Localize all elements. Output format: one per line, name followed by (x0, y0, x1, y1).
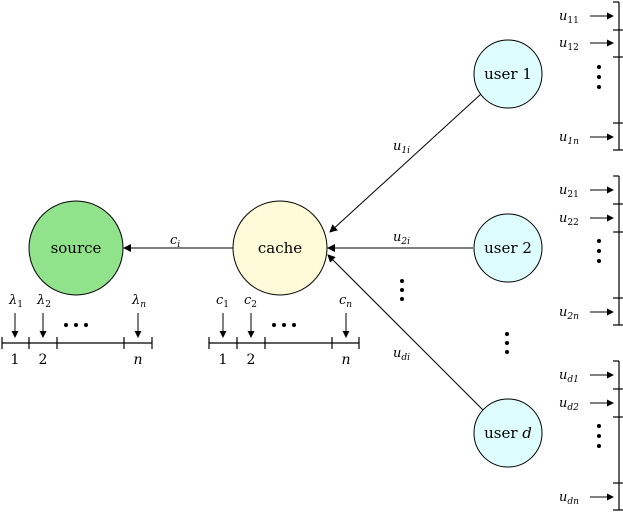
user2-request-timeline: u21 u22 u2n (559, 175, 623, 326)
user-request-label: u1n (559, 130, 579, 147)
edge-label-base: u (393, 346, 401, 361)
svg-text:udi: udi (393, 346, 410, 363)
slot-label: 2 (247, 352, 256, 368)
user-request-label: u2n (559, 305, 579, 322)
user1-request-timeline: u11 u12 u1n (559, 1, 623, 151)
user-ellipsis-dots (400, 279, 509, 354)
user2-node: user 2 (473, 213, 543, 283)
slot-label: 2 (39, 352, 48, 368)
user2-label: user 2 (484, 239, 532, 257)
request-label: c1 (216, 293, 229, 310)
userd-request-timeline: ud1 ud2 udn (559, 360, 623, 511)
edge-label-base: u (393, 139, 401, 154)
edge-userd-to-cache: udi (327, 254, 484, 411)
userd-circle (473, 398, 543, 468)
slot-label: n (133, 352, 142, 368)
source-node: source (28, 200, 124, 296)
svg-text:u2i: u2i (393, 230, 410, 247)
userd-node: user d (473, 398, 543, 468)
request-label: cn (339, 293, 352, 310)
slot-label: 1 (11, 352, 20, 368)
userd-label: user d (484, 424, 532, 442)
user2-circle (473, 213, 543, 283)
user-request-label: u21 (559, 183, 579, 200)
arrival-label: λ1 (8, 293, 23, 310)
svg-text:ci: ci (170, 233, 180, 250)
user1-label: user 1 (484, 65, 532, 83)
user1-circle (473, 39, 543, 109)
slot-label: n (341, 352, 350, 368)
user1-node: user 1 (473, 39, 543, 109)
user-request-label: ud1 (559, 368, 579, 385)
edge-label-sub: i (177, 240, 180, 250)
cache-label: cache (258, 239, 302, 257)
source-queue-timeline: λ1 λ2 λn 1 2 n (1, 293, 153, 368)
request-label: c2 (244, 293, 257, 310)
edge-label-sub: di (401, 353, 410, 363)
edge-cache-to-source: ci (123, 233, 233, 252)
user-request-label: udn (559, 490, 579, 507)
edge-label-sub: 2i (400, 237, 410, 247)
userd-label-var: d (522, 424, 532, 442)
user-request-label: ud2 (559, 396, 579, 413)
source-label: source (51, 239, 102, 257)
edge-user2-to-cache: u2i (327, 230, 473, 252)
userd-label-main: user (484, 424, 522, 442)
source-circle (28, 200, 124, 296)
user-request-label: u12 (559, 36, 579, 53)
arrival-label: λ2 (36, 293, 51, 310)
svg-text:u1i: u1i (393, 139, 410, 156)
slot-label: 1 (219, 352, 228, 368)
cache-queue-timeline: c1 c2 cn 1 2 n (208, 293, 360, 368)
user-request-label: u11 (559, 9, 579, 26)
edge-label-base: u (393, 230, 401, 245)
cache-node: cache (232, 200, 328, 296)
edge-label-sub: 1i (401, 146, 410, 156)
cache-circle (232, 200, 328, 296)
edge-user1-to-cache: u1i (329, 93, 482, 233)
edge-label-base: c (170, 233, 178, 248)
user-request-label: u22 (559, 211, 579, 228)
arrival-label: λn (131, 293, 146, 310)
